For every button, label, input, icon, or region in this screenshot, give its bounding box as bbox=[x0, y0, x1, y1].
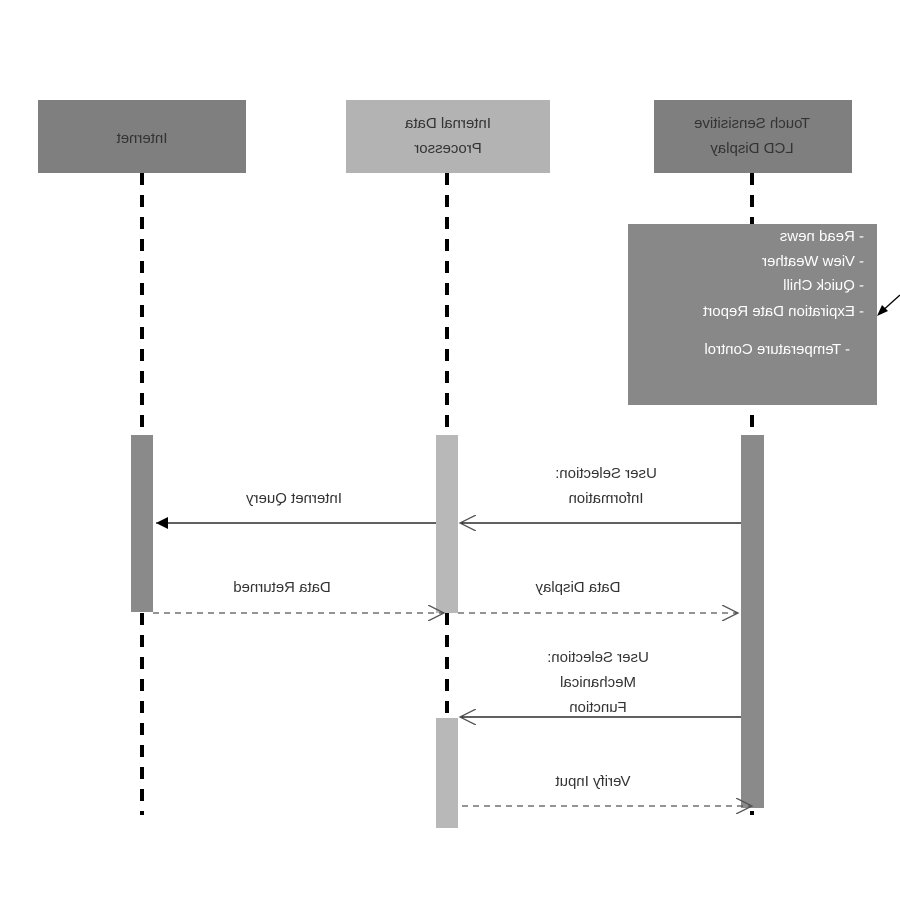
note-pointer-arrowhead bbox=[877, 305, 888, 316]
data-returned-label: Data Returned bbox=[233, 579, 331, 596]
data-display-label: Data Display bbox=[535, 579, 621, 596]
processor-title-line-2: Processor bbox=[414, 140, 482, 157]
note-item-read-news: - Read news bbox=[780, 228, 864, 245]
internet-lifeline-header bbox=[38, 100, 246, 173]
user-selection-mechanical-label-3: Function bbox=[569, 699, 627, 716]
internet-query-label: Internet Query bbox=[246, 490, 342, 507]
user-selection-mechanical-label-1: User Selection: bbox=[547, 649, 649, 666]
display-title-line-2: LCD Display bbox=[710, 140, 794, 157]
internet-title: Internet bbox=[116, 130, 168, 147]
note-item-temperature: - Temperature Control bbox=[704, 341, 850, 358]
processor-lifeline-header bbox=[346, 100, 550, 173]
processor-activation-2 bbox=[436, 718, 458, 828]
verify-input-label: Verify Input bbox=[555, 773, 631, 790]
display-lifeline-header bbox=[654, 100, 852, 173]
options-note bbox=[628, 224, 877, 405]
note-item-view-weather: - View Weather bbox=[762, 253, 864, 270]
display-activation bbox=[741, 435, 764, 808]
note-item-quick-chill: - Quick Chill bbox=[783, 277, 864, 294]
user-selection-mechanical-label-2: Mechanical bbox=[560, 674, 636, 691]
user-selection-information-label-2: Information bbox=[568, 490, 643, 507]
internet-activation bbox=[131, 435, 153, 612]
note-item-expiration: - Expiration Date Report bbox=[702, 303, 864, 320]
user-selection-information-label-1: User Selection: bbox=[555, 465, 657, 482]
processor-title-line-1: Internal Data bbox=[404, 115, 491, 132]
display-title-line-1: Touch Sensisitive bbox=[694, 115, 810, 132]
processor-activation-1 bbox=[436, 435, 458, 613]
